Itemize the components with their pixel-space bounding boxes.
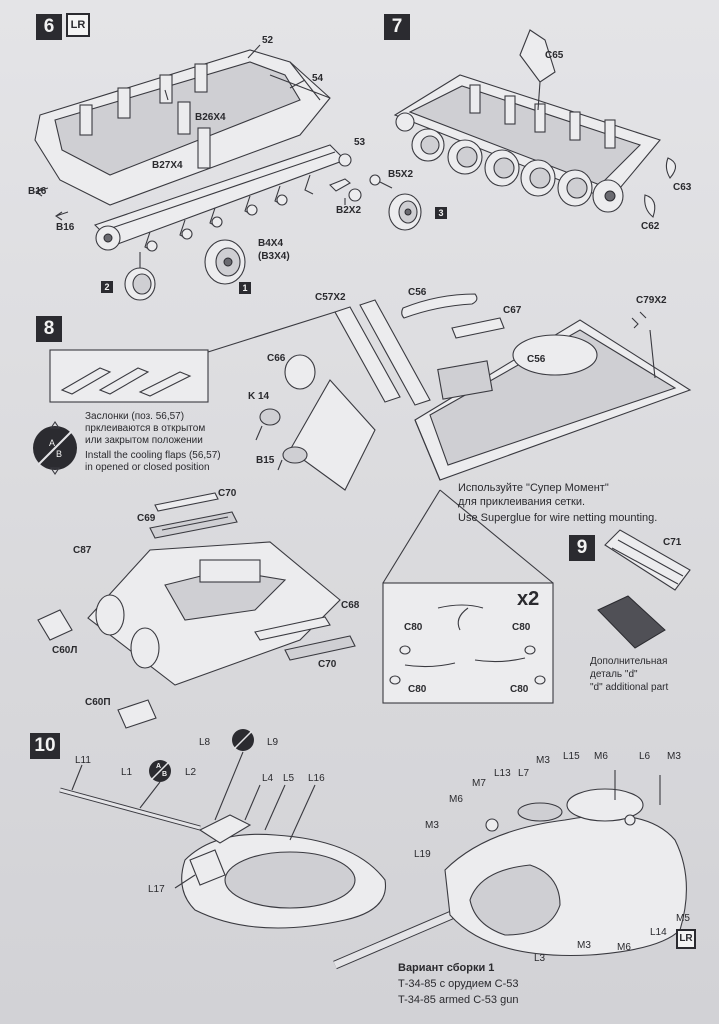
- part-label: M5: [676, 913, 690, 924]
- part-label: M6: [449, 794, 463, 805]
- option-b-label: B: [56, 449, 63, 459]
- callout-number: 1: [239, 282, 251, 294]
- step-10-number: 10: [30, 733, 60, 759]
- option-a-label: A: [156, 763, 162, 770]
- part-label: L15: [563, 751, 580, 762]
- part-label: L4: [262, 773, 274, 784]
- glue-note: Используйте "Супер Момент"для приклеиван…: [458, 482, 609, 508]
- part-label: 52: [262, 35, 274, 46]
- part-label: L5: [283, 773, 295, 784]
- part-label: B26X4: [195, 112, 226, 123]
- part-label: C65: [545, 50, 564, 61]
- part-label: C80: [404, 622, 423, 633]
- part-label: B16: [28, 186, 47, 197]
- step7-chassis-drawing: [393, 29, 677, 218]
- part-label: M3: [577, 940, 591, 951]
- part-label: M3: [425, 820, 439, 831]
- part-label: L1: [121, 767, 133, 778]
- part-label: C62: [641, 221, 660, 232]
- part-label: C80: [512, 622, 531, 633]
- part-label: L7: [518, 768, 530, 779]
- part-label: C60Л: [52, 645, 78, 656]
- part-label: L8: [199, 737, 211, 748]
- step8-drawing: [33, 293, 692, 729]
- part-label: C60П: [85, 697, 111, 708]
- part-label: L13: [494, 768, 511, 779]
- part-label: B5X2: [388, 169, 414, 180]
- part-label: L17: [148, 884, 165, 895]
- part-label: 53: [354, 137, 366, 148]
- part-label: C56: [527, 354, 546, 365]
- part-label: C67: [503, 305, 522, 316]
- step6-hull-drawing: [34, 44, 422, 301]
- part-label: L2: [185, 767, 197, 778]
- part-label: M6: [617, 942, 631, 953]
- left-right-icon: LR: [66, 13, 90, 37]
- callout-number: 3: [435, 207, 447, 219]
- part-label: C66: [267, 353, 286, 364]
- left-right-icon: LR: [676, 929, 696, 949]
- part-label: L3: [534, 953, 546, 964]
- part-label: M3: [667, 751, 681, 762]
- part-label: B16: [56, 222, 75, 233]
- step-8-number: 8: [36, 316, 62, 342]
- part-label: C87: [73, 545, 92, 556]
- part-label: B27X4: [152, 160, 183, 171]
- step-9-number: 9: [569, 535, 595, 561]
- part-label: L6: [639, 751, 651, 762]
- part-label: C69: [137, 513, 156, 524]
- step9-drawing: [597, 529, 691, 649]
- part-label: B4X4: [258, 238, 284, 249]
- part-label: L14: [650, 927, 667, 938]
- part-label: C80: [510, 684, 529, 695]
- callout-number: 2: [101, 281, 113, 293]
- variant-ru: Т-34-85 с орудием С-53: [398, 978, 519, 990]
- part-label: C70: [318, 659, 337, 670]
- option-b-label: B: [162, 771, 168, 778]
- step-6-number: 6: [36, 14, 62, 40]
- step-7-number: 7: [384, 14, 410, 40]
- part-label: L16: [308, 773, 325, 784]
- part-label: C71: [663, 537, 682, 548]
- part-label: C80: [408, 684, 427, 695]
- part-label: M6: [594, 751, 608, 762]
- glue-note-en: Use Superglue for wire netting mounting.: [458, 512, 658, 524]
- part-label: L11: [75, 755, 91, 766]
- part-label: C56: [408, 287, 427, 298]
- part-label: C57X2: [315, 292, 346, 303]
- flaps-note-ru: Заслонки (поз. 56,57)прклеиваются в откр…: [85, 411, 206, 446]
- part-label: B15: [256, 455, 275, 466]
- variant-en: T-34-85 armed C-53 gun: [398, 994, 519, 1006]
- part-label: B2X2: [336, 205, 362, 216]
- part-label: C70: [218, 488, 237, 499]
- step10-drawing: [59, 729, 687, 970]
- part-label: L19: [414, 849, 431, 860]
- part-label: L9: [267, 737, 279, 748]
- part-label: C63: [673, 182, 692, 193]
- part-label: K 14: [248, 391, 270, 402]
- part-label: M7: [472, 778, 486, 789]
- part-label: M3: [536, 755, 550, 766]
- option-a-label: A: [49, 438, 56, 448]
- variant-title: Вариант сборки 1: [398, 962, 495, 974]
- part-label: C68: [341, 600, 360, 611]
- quantity-label: x2: [517, 588, 540, 610]
- flaps-note-en: Install the cooling flaps (56,57)in open…: [85, 450, 221, 473]
- part-label: C79X2: [636, 295, 667, 306]
- part-label: (B3X4): [258, 251, 290, 262]
- part-label: 54: [312, 73, 324, 84]
